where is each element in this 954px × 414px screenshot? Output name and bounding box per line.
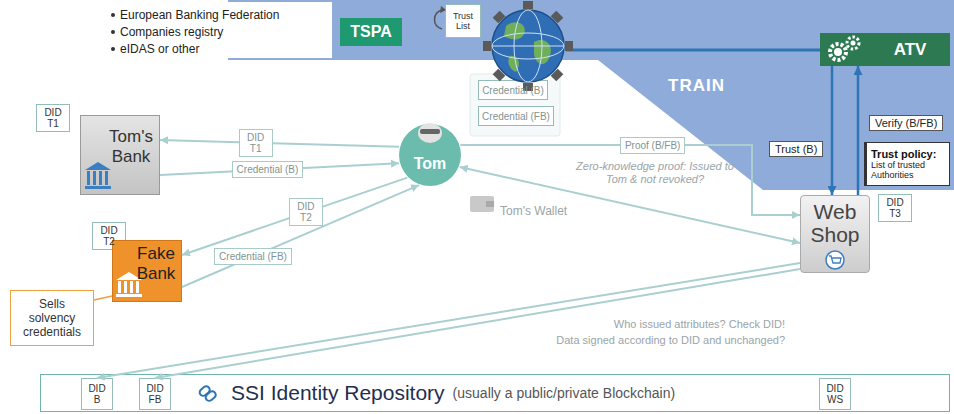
bullet-dot	[111, 47, 115, 51]
flow-arrow	[155, 269, 800, 378]
wallet-panel	[470, 74, 560, 136]
edge-label: Trust (B)	[769, 141, 823, 157]
did-document: DID WS	[819, 378, 851, 410]
node-label: DID T3	[882, 197, 908, 219]
node-label: Tom's Bank	[107, 127, 155, 167]
callout-box: Sells solvency credentials	[10, 290, 94, 346]
person-head	[418, 123, 442, 143]
globe-link	[566, 49, 820, 52]
refresh-arrow	[435, 10, 443, 29]
node-label: List of trusted Authorities	[871, 160, 945, 180]
flow-arrow	[831, 66, 834, 195]
circle-shape	[399, 124, 461, 186]
edge-label: Credential (B)	[232, 161, 304, 178]
node-label: Credential (FB)	[482, 111, 550, 122]
repository-band: DID B DID FB DID WS SSI Identity Repository…	[40, 374, 950, 412]
flow-arrow	[160, 140, 399, 147]
globe-icon	[483, 1, 573, 91]
trust-policy-box: Trust policy:List of trusted Authorities	[864, 142, 950, 186]
edge-label: Proof (B/FB)	[620, 137, 686, 154]
did-document: DID T1	[36, 104, 70, 132]
node-label: DID WS	[823, 383, 847, 405]
node-label: Sells solvency credentials	[14, 297, 90, 339]
node-label: Tom	[414, 155, 447, 173]
did-document: DID T3	[878, 194, 912, 222]
flow-arrow	[857, 66, 860, 195]
edge-label: DID T2	[289, 198, 323, 226]
credential-document: Credential (FB)	[478, 106, 554, 126]
bank-building-icon	[85, 162, 111, 189]
refresh-arrow-head	[440, 6, 446, 13]
node-label: Web Shop	[803, 200, 867, 246]
did-document: DID B	[81, 378, 113, 410]
wallet-icon	[470, 196, 494, 212]
trust-list-document: Trust List	[445, 4, 481, 38]
list-item: European Banking Federation	[120, 8, 279, 22]
link-icon	[198, 385, 217, 402]
bullet-dot	[111, 30, 115, 34]
fake-bank-building-icon	[116, 272, 142, 297]
note-text: Zero-knowledge proof: Issued to Tom & no…	[575, 160, 735, 186]
credential-document: Credential (B)	[478, 80, 548, 100]
flow-arrow	[97, 263, 800, 378]
edge-label: Verify (B/FB)	[869, 115, 943, 131]
list-item: Companies registry	[120, 25, 223, 39]
node-label: Trust List	[449, 11, 477, 31]
node-label: TSPA	[350, 23, 391, 41]
node-label: DID FB	[143, 383, 167, 405]
callout-leader	[94, 296, 112, 300]
flow-arrow	[182, 178, 407, 255]
did-document: DID T2	[92, 222, 126, 250]
flow-arrow	[182, 185, 419, 287]
edge-label: Credential (FB)	[214, 248, 292, 265]
node-label: Fake Bank	[133, 244, 179, 284]
note-text: Who issued attributes? Check DID!	[535, 318, 785, 330]
note-text: Data signed according to DID and unchang…	[535, 334, 785, 346]
tspa-box: TSPA	[340, 18, 402, 46]
node-label: DID T1	[40, 107, 66, 129]
node-label: Credential (B)	[482, 85, 544, 96]
band-title: TRAIN	[668, 76, 725, 96]
node-label: (usually a public/private Blockchain)	[453, 385, 676, 401]
band-shape	[228, 0, 954, 190]
bank-box: Tom's Bank	[80, 115, 160, 195]
bullet-dot	[111, 13, 115, 17]
did-document: DID FB	[139, 378, 171, 410]
node-label: SSI Identity Repository	[231, 381, 445, 405]
wallet-label: Tom's Wallet	[500, 204, 567, 218]
cart-icon	[826, 251, 844, 269]
node-label: Trust policy:	[871, 148, 936, 160]
node-label: DID B	[85, 383, 109, 405]
gear-icon	[830, 37, 859, 60]
list-item: eIDAS or other	[120, 42, 199, 56]
fake-bank-box: Fake Bank	[112, 240, 182, 302]
node-label: ATV	[894, 40, 927, 60]
list-ground	[106, 2, 332, 58]
edge-label: DID T1	[239, 129, 273, 157]
node-label: DID T2	[96, 225, 122, 247]
